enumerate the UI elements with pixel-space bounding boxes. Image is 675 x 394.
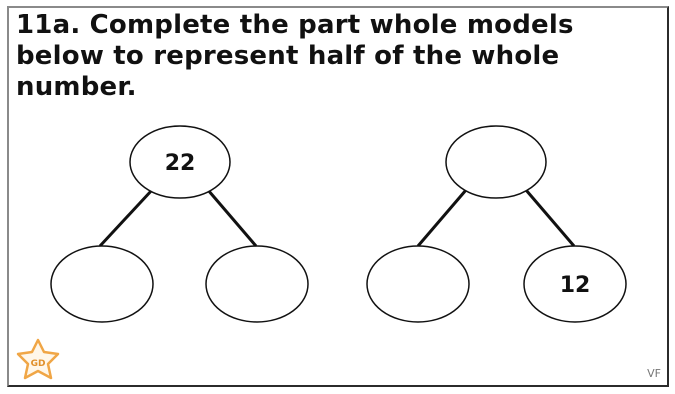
footer-code: VF — [647, 367, 661, 380]
gd-badge: GD — [16, 338, 60, 380]
connector-line — [98, 188, 154, 248]
star-icon — [16, 338, 60, 380]
connector-line — [524, 189, 576, 247]
worksheet-card — [7, 6, 669, 387]
whole-circle[interactable] — [129, 125, 231, 199]
connector-line — [206, 189, 258, 247]
whole-circle[interactable] — [445, 125, 547, 199]
question-title: 11a. Complete the part whole models belo… — [16, 10, 574, 102]
part-circle-left[interactable] — [50, 245, 154, 323]
part-circle-right[interactable] — [205, 245, 309, 323]
part-whole-model-2: 12 — [366, 125, 627, 323]
badge-label: GD — [31, 359, 46, 369]
part-right-value: 12 — [560, 273, 591, 298]
part-circle-right[interactable] — [523, 245, 627, 323]
part-whole-model-1: 22 — [50, 125, 309, 323]
whole-value: 22 — [165, 151, 196, 176]
part-circle-left[interactable] — [366, 245, 470, 323]
connector-line — [416, 189, 468, 247]
